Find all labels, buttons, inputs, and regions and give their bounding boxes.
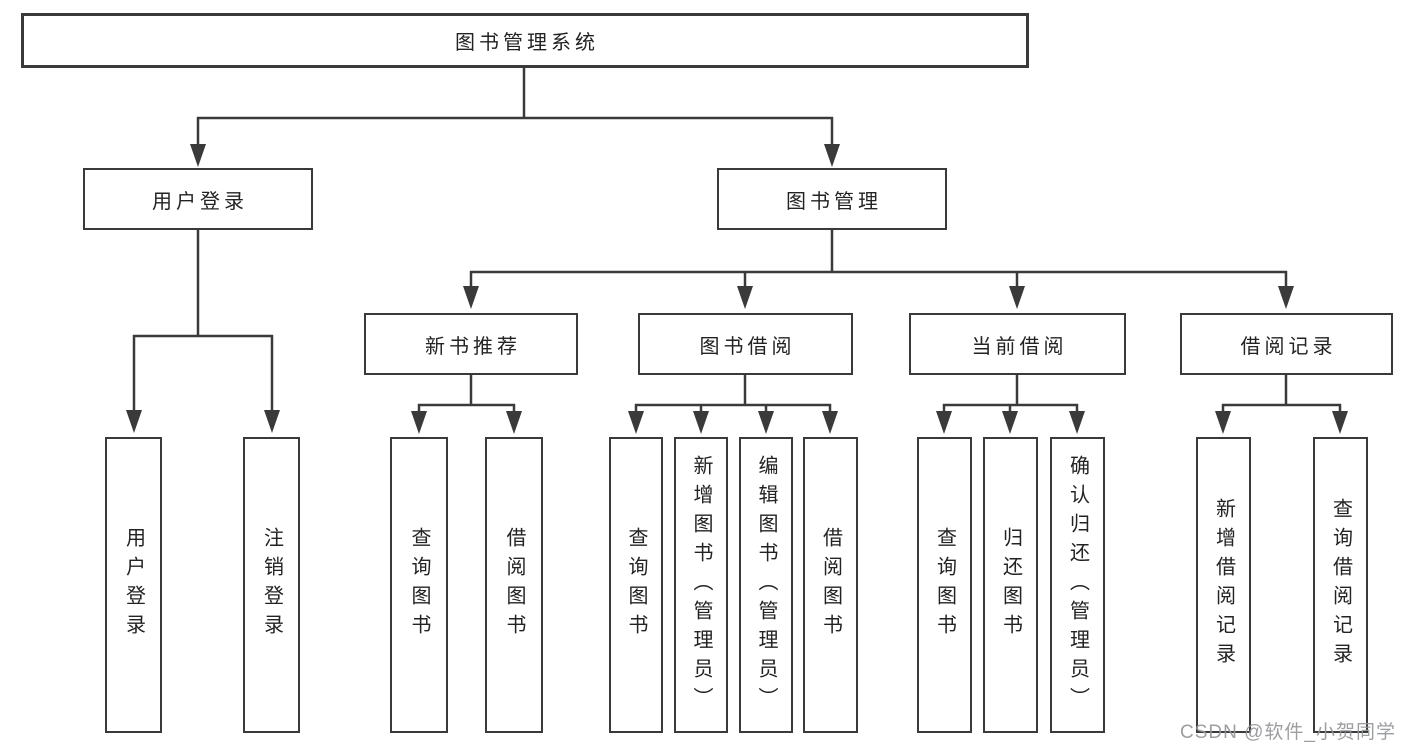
leaf-borrow-books-label: 借阅图书 [819,527,842,643]
leaf-logout-label: 注销登录 [260,527,283,643]
leaf-newbook-query-books: 查询图书 [390,437,448,733]
leaf-return-books: 归还图书 [983,437,1038,733]
arrowheads-book-borrow-leaves [628,411,838,434]
leaf-borrow-query-books: 查询图书 [609,437,663,733]
node-book-management: 图书管理 [717,168,947,230]
connector-current-borrow-to-leaves [942,375,1079,413]
leaf-confirm-return-admin-label: 确认归还（管理员） [1066,454,1089,716]
leaf-edit-books-admin-label: 编辑图书（管理员） [755,454,777,716]
node-new-book-recommend-label: 新书推荐 [425,335,521,358]
arrowheads-borrow-records-leaves [1215,411,1348,434]
leaf-query-borrow-record-label: 查询借阅记录 [1329,498,1352,672]
connector-new-book-to-leaves [417,375,516,413]
leaf-newbook-borrow-books-label: 借阅图书 [503,527,525,643]
connector-borrow-records-to-leaves [1221,375,1342,413]
leaf-user-login: 用户登录 [105,437,162,733]
leaf-add-borrow-record-label: 新增借阅记录 [1212,498,1235,672]
leaf-newbook-borrow-books: 借阅图书 [485,437,543,733]
node-user-login-label: 用户登录 [152,190,248,213]
leaf-logout: 注销登录 [243,437,300,733]
node-book-borrow: 图书借阅 [638,313,853,375]
leaf-borrow-query-books-label: 查询图书 [625,527,647,643]
node-root-system: 图书管理系统 [21,13,1029,68]
arrowheads-current-borrow-leaves [936,411,1085,434]
arrowheads-new-book-leaves [411,411,522,434]
connector-book-borrow-to-leaves [634,375,832,413]
connector-root-to-level2 [196,68,834,147]
leaf-add-books-admin-label: 新增图书（管理员） [690,454,712,716]
leaf-current-query-books-label: 查询图书 [933,527,956,643]
leaf-borrow-books: 借阅图书 [803,437,858,733]
leaf-confirm-return-admin: 确认归还（管理员） [1050,437,1105,733]
leaf-current-query-books: 查询图书 [917,437,972,733]
leaf-add-books-admin: 新增图书（管理员） [674,437,728,733]
node-root-label: 图书管理系统 [455,32,599,54]
leaf-newbook-query-books-label: 查询图书 [408,527,430,643]
leaf-return-books-label: 归还图书 [999,527,1022,643]
node-book-borrow-label: 图书借阅 [699,335,796,358]
arrowheads-user-login-leaves [126,410,280,433]
leaf-user-login-label: 用户登录 [122,527,145,643]
node-user-login: 用户登录 [83,168,313,230]
connector-user-login-to-leaves [132,230,274,412]
arrowheads-level2 [190,144,840,167]
node-current-borrow: 当前借阅 [909,313,1126,375]
node-borrow-records: 借阅记录 [1180,313,1393,375]
leaf-add-borrow-record: 新增借阅记录 [1196,437,1251,733]
csdn-watermark: CSDN @软件_小贺同学 [1180,722,1396,743]
leaf-query-borrow-record: 查询借阅记录 [1313,437,1368,733]
node-book-management-label: 图书管理 [786,190,882,213]
node-borrow-records-label: 借阅记录 [1240,335,1337,358]
leaf-edit-books-admin: 编辑图书（管理员） [739,437,793,733]
arrowheads-level3 [463,286,1294,309]
node-current-borrow-label: 当前借阅 [971,335,1068,358]
connector-book-mgmt-to-level3 [469,230,1288,289]
node-new-book-recommend: 新书推荐 [364,313,578,375]
